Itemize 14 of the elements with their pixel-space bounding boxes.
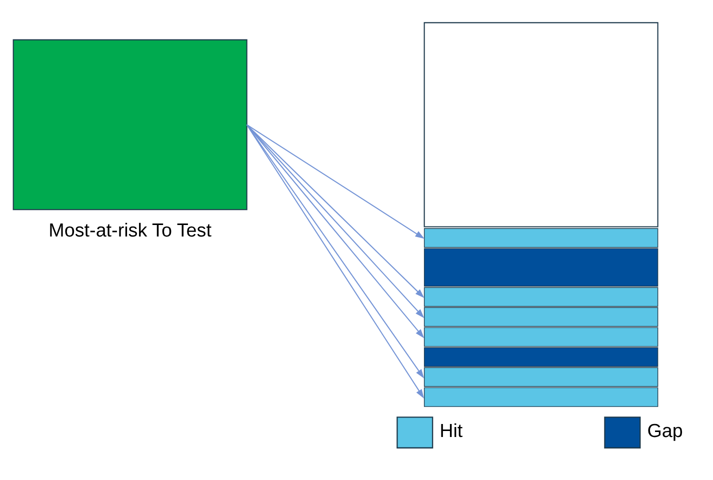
legend-label: Hit xyxy=(440,420,463,441)
node-bar xyxy=(424,228,658,248)
legend-label: Gap xyxy=(647,420,683,441)
node-box xyxy=(424,22,658,228)
node-bar xyxy=(424,367,658,387)
node-bar xyxy=(424,307,658,327)
node-bar xyxy=(424,327,658,347)
node-label: Most-at-risk To Test xyxy=(48,220,212,241)
node-box xyxy=(12,39,248,210)
node-bar xyxy=(424,347,658,367)
node-bar xyxy=(424,248,658,287)
node-bar xyxy=(424,387,658,407)
arrow xyxy=(246,124,424,239)
node-bar xyxy=(424,287,658,307)
